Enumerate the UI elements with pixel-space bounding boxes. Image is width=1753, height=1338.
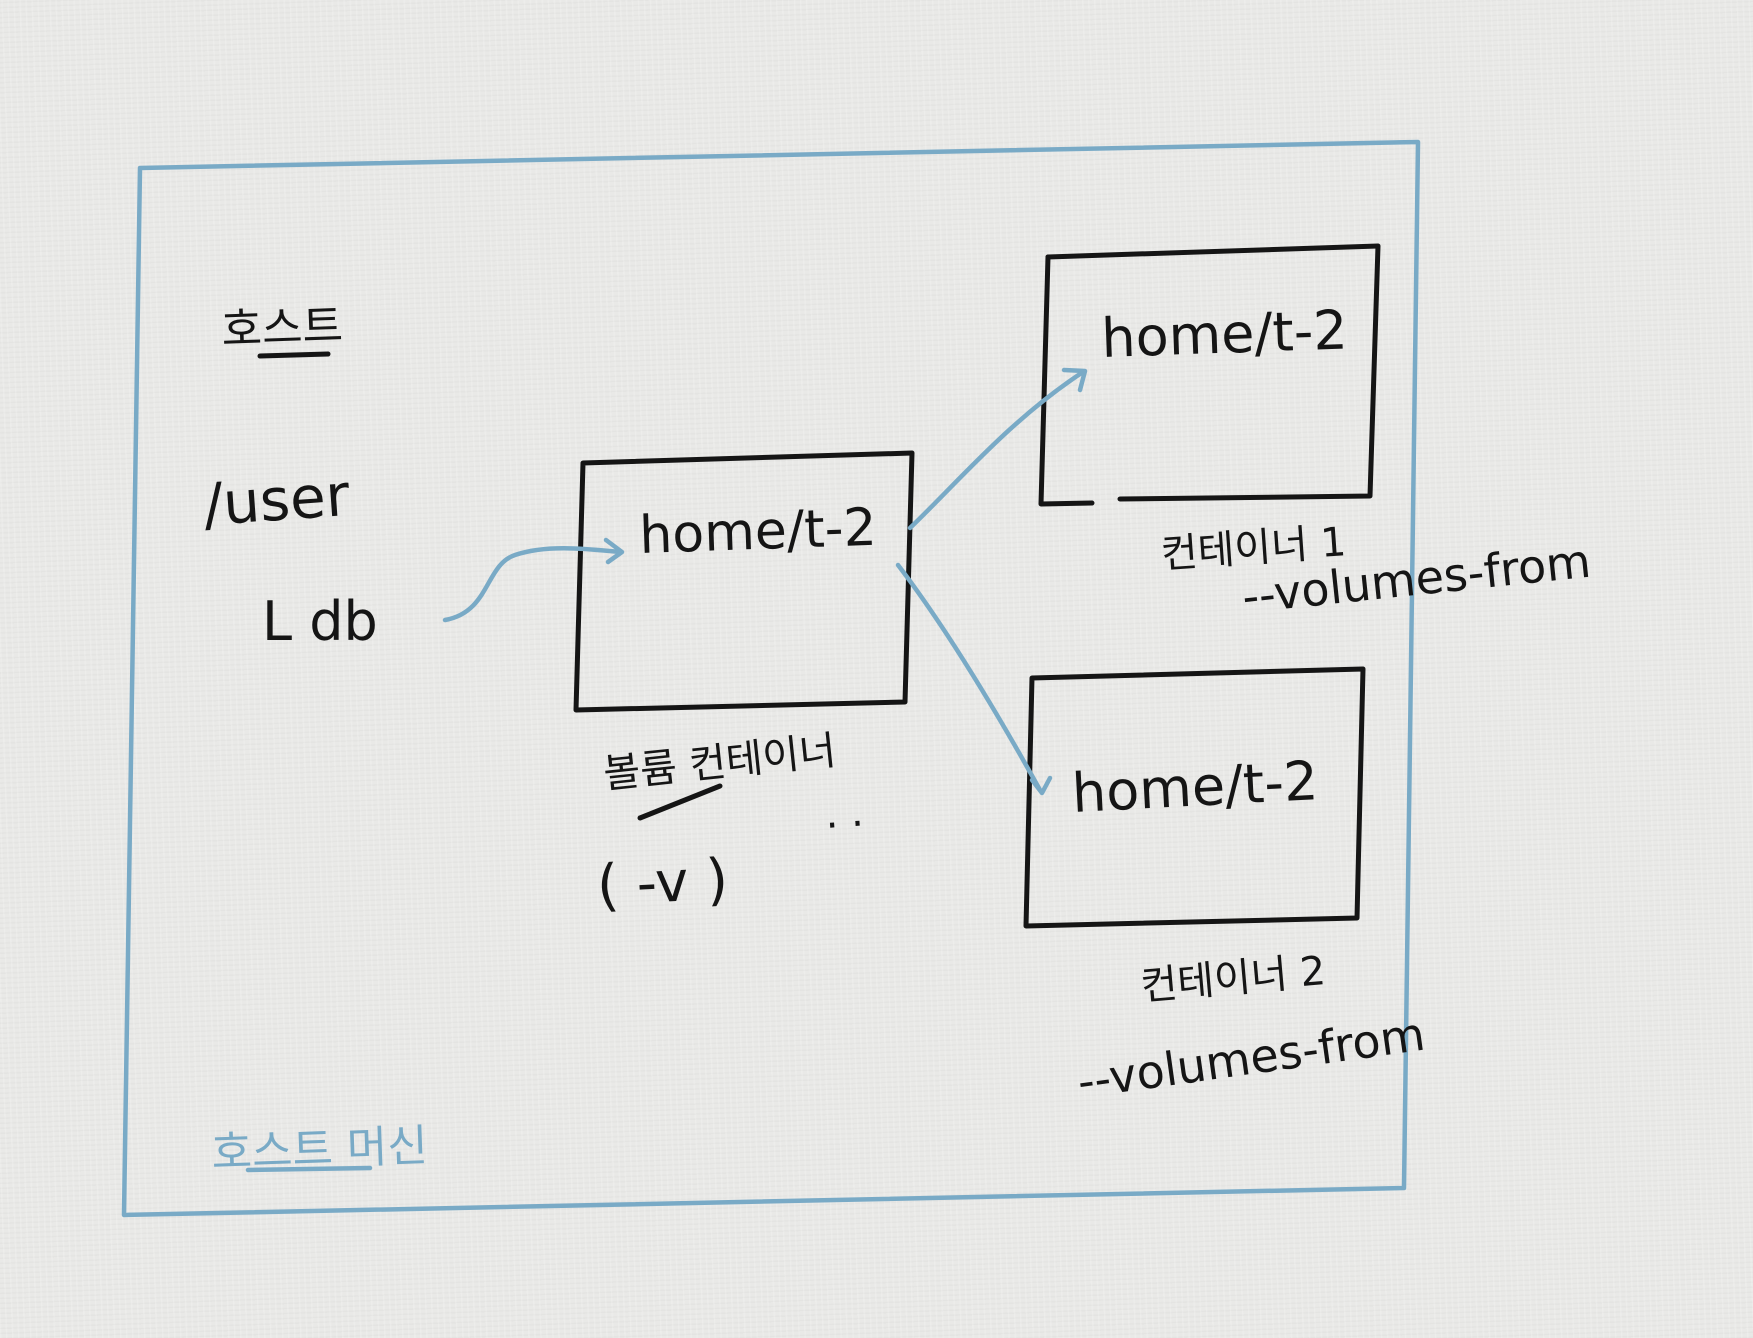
host-machine-label-underline (245, 1165, 373, 1173)
container1-box-left (1038, 254, 1095, 507)
share-arrow-container1 (907, 369, 1086, 531)
share-arrow-container2 (895, 562, 1043, 793)
share-arrow-container2-head (1029, 775, 1053, 796)
volume-container-path: home/t-2 (638, 498, 877, 566)
host-path-user: /user (201, 461, 352, 539)
container1-path: home/t-2 (1100, 298, 1348, 370)
container2-box (1023, 666, 1366, 929)
volume-container-label-underline (637, 783, 723, 821)
host-label: 호스트 (221, 301, 344, 356)
mount-arrow (442, 546, 623, 623)
volume-container-flag: ( -v ) (595, 847, 729, 919)
container2-path: home/t-2 (1070, 749, 1319, 825)
host-path-db: L db (262, 590, 378, 653)
share-arrow-container1-head (1061, 367, 1088, 393)
container2-label: 컨테이너 2 (1139, 948, 1328, 1010)
mount-arrow-head (603, 537, 625, 565)
host-label-underline (257, 351, 331, 359)
host-machine-frame (121, 139, 1421, 1218)
volume-container-ellipsis: . . (823, 789, 864, 838)
container2-flag: --volumes-from (1074, 1007, 1428, 1109)
volume-container-box (573, 450, 915, 713)
container1-box (1045, 243, 1381, 502)
